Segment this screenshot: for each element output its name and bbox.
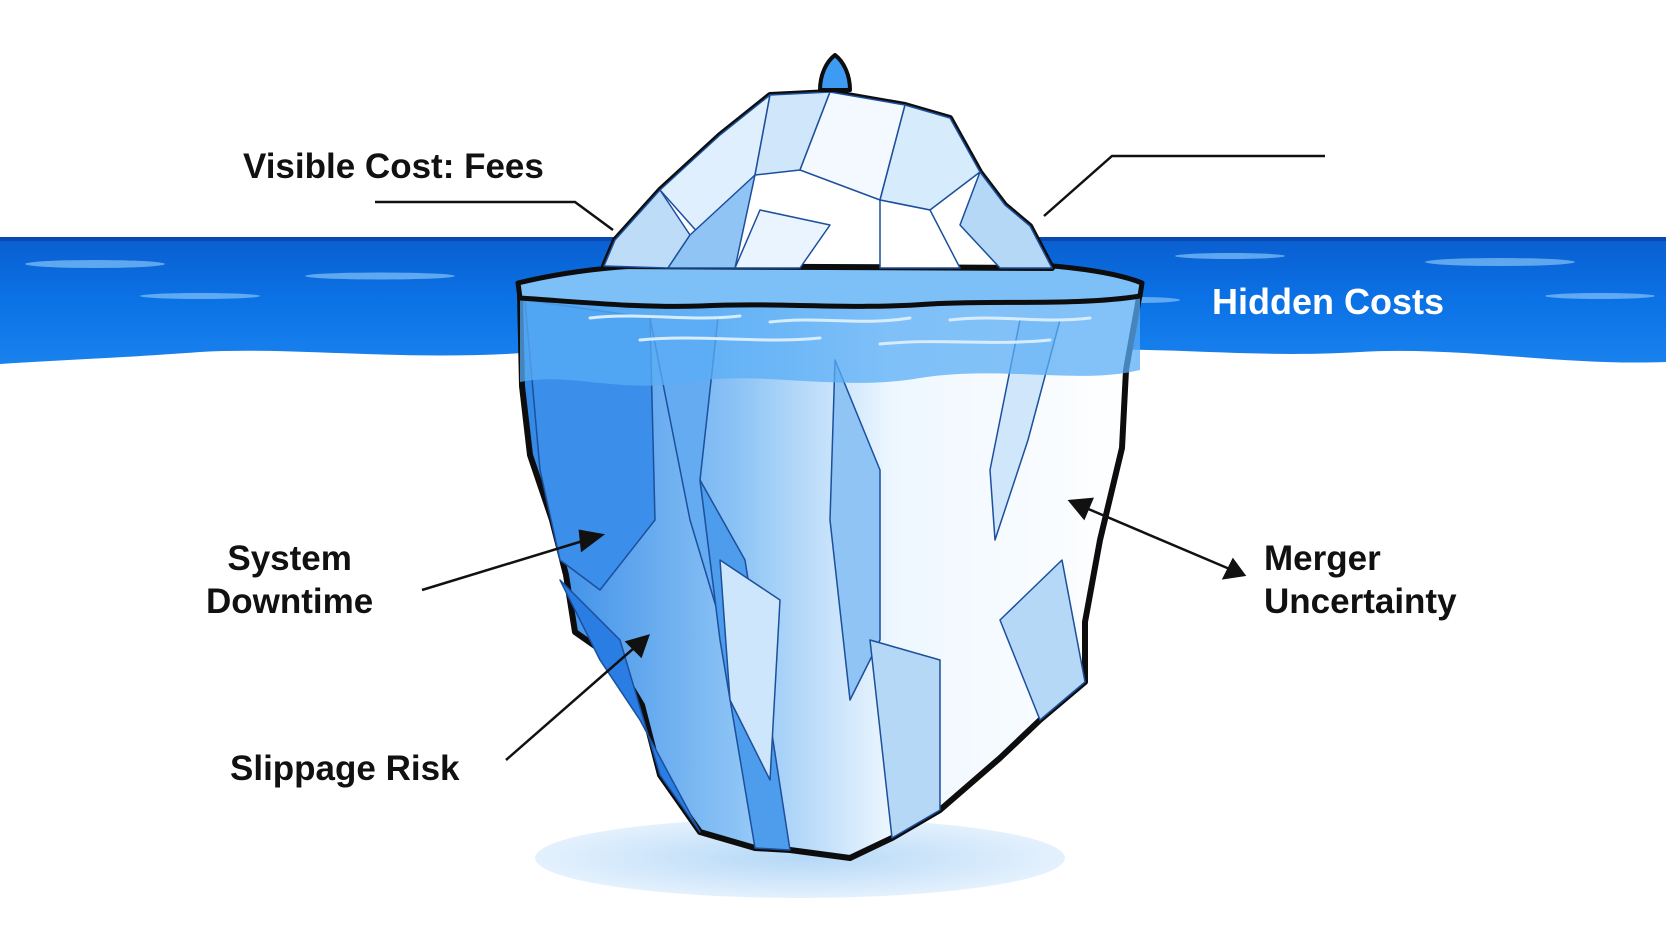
merger-uncertainty-line-2: Uncertainty xyxy=(1264,581,1457,621)
arrow-merger-uncertainty xyxy=(1067,497,1247,580)
iceberg-waterline xyxy=(520,292,1140,386)
merger-uncertainty-label: Merger Uncertainty xyxy=(1264,538,1457,623)
visible-cost-leader xyxy=(375,200,614,232)
merger-uncertainty-line-1: Merger xyxy=(1264,539,1381,578)
seafloor-shadow xyxy=(535,818,1065,898)
tip-spire xyxy=(818,53,852,92)
tip-facets xyxy=(603,91,1053,269)
arrow-system-downtime xyxy=(421,529,606,592)
top-right-leader xyxy=(1043,154,1325,217)
slippage-risk-label: Slippage Risk xyxy=(230,749,460,788)
system-downtime-line-1: System xyxy=(227,539,352,578)
waterline-ripples xyxy=(588,314,1092,346)
visible-cost-label: Visible Cost: Fees xyxy=(243,147,544,186)
arrow-slippage-risk xyxy=(505,634,650,761)
system-downtime-line-2: Downtime xyxy=(206,581,374,621)
system-downtime-label: System Downtime xyxy=(206,538,373,623)
hidden-costs-label: Hidden Costs xyxy=(1212,281,1445,322)
